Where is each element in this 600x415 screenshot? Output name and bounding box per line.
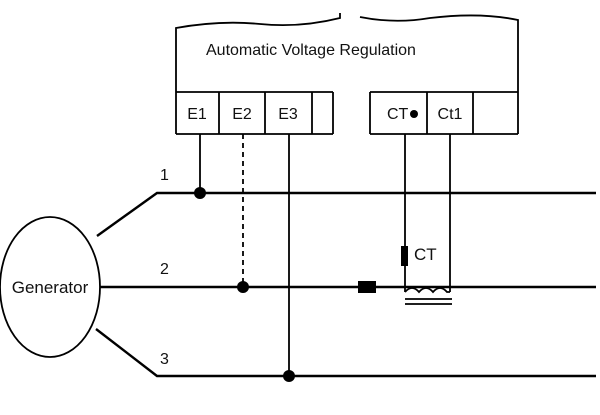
e1-junction [194,187,206,199]
avr-top-left-edge [175,13,341,92]
ct-primary-marker [358,281,376,293]
phase-label-1: 1 [160,167,169,184]
e2-junction [237,281,249,293]
e3-junction [283,370,295,382]
terminal-e2-label: E2 [232,106,252,123]
ct-coil [404,287,450,294]
phase-lines: 1 2 3 [95,167,596,378]
terminal-e3-label: E3 [278,106,298,123]
ct-label: CT [414,245,437,264]
phase-line-1 [96,191,596,237]
current-transformer: CT [358,134,452,305]
generator: Generator [0,216,101,358]
phase-line-3 [95,328,596,378]
terminal-ct1-label: Ct1 [438,106,463,123]
avr-top-right-edge [359,14,519,134]
terminal-ct-label: CT [387,106,409,123]
generator-label: Generator [12,278,89,297]
phase-label-2: 2 [160,261,169,278]
sensing-wires [194,134,295,382]
terminal-e1-label: E1 [187,106,207,123]
avr-title: Automatic Voltage Regulation [206,42,416,59]
phase-label-3: 3 [160,351,169,368]
terminal-ct-polarity-dot [410,110,418,118]
avr-module: Automatic Voltage Regulation E1 E2 E3 CT… [175,13,519,135]
ct-polarity-marker [401,246,408,266]
